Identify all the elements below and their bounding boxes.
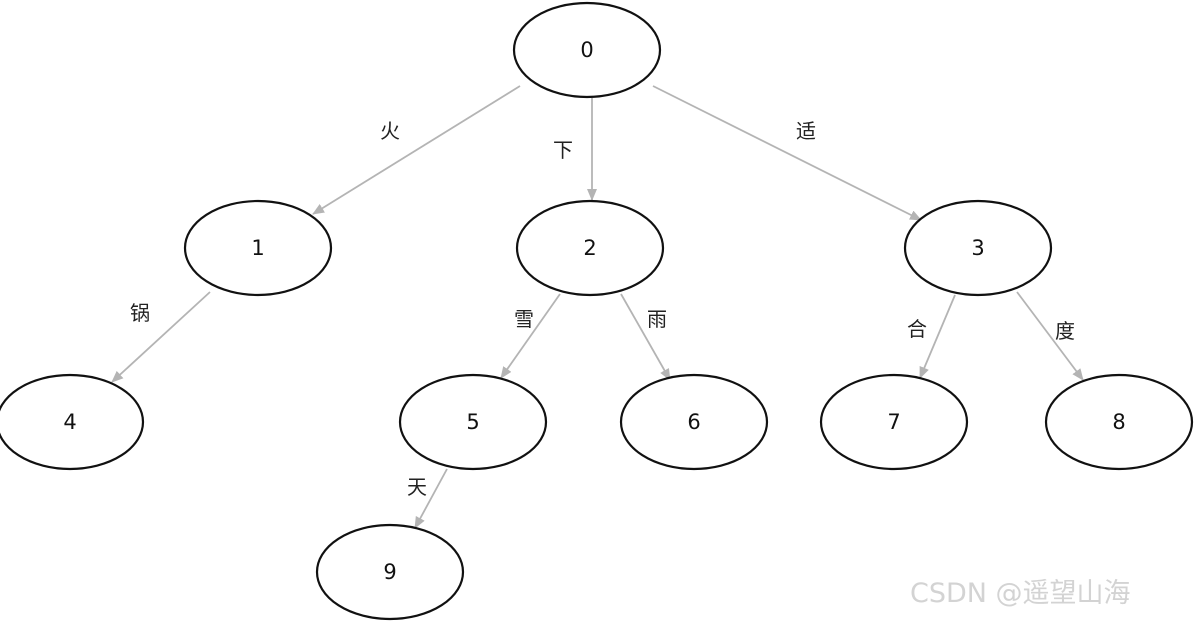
edge-0-1-label: 火	[380, 119, 400, 143]
node-4-label: 4	[63, 410, 76, 434]
node-3: 3	[903, 199, 1053, 297]
node-7-ellipse	[819, 373, 969, 471]
edge-2-6-label: 雨	[647, 307, 667, 331]
node-7: 7	[819, 373, 969, 471]
node-5: 5	[398, 373, 548, 471]
edge-3-7-arrow	[919, 294, 956, 379]
edge-0-1-arrow	[312, 85, 521, 215]
node-6-label: 6	[687, 410, 700, 434]
edge-5-9-label: 天	[407, 475, 427, 499]
node-6: 6	[619, 373, 769, 471]
node-5-label: 5	[466, 410, 479, 434]
edge-0-3-label: 适	[796, 119, 816, 143]
edge-1-4-arrow	[111, 291, 211, 383]
node-0-ellipse	[512, 1, 662, 99]
node-4-ellipse	[0, 373, 145, 471]
node-1-ellipse	[183, 199, 333, 297]
node-9-ellipse	[315, 523, 465, 621]
edge-2-6-arrow	[620, 293, 671, 381]
node-2: 2	[515, 199, 665, 297]
node-2-ellipse	[515, 199, 665, 297]
node-5-ellipse	[398, 373, 548, 471]
edges-layer	[111, 85, 1084, 529]
node-1: 1	[183, 199, 333, 297]
edge-2-5-arrow	[500, 293, 561, 379]
node-9: 9	[315, 523, 465, 621]
watermark-text: CSDN @遥望山海	[910, 578, 1131, 609]
node-4: 4	[0, 373, 145, 471]
node-3-ellipse	[903, 199, 1053, 297]
node-1-label: 1	[251, 236, 264, 260]
edge-labels-layer: 火下 适锅 雪 雨 合 度天	[130, 119, 1075, 499]
edge-0-3-arrow	[652, 85, 922, 221]
node-8-label: 8	[1112, 410, 1125, 434]
node-0-label: 0	[580, 38, 593, 62]
edge-3-8-arrow	[1016, 291, 1084, 381]
node-9-label: 9	[383, 560, 396, 584]
edge-3-8-label: 度	[1055, 319, 1075, 343]
node-0: 0	[512, 1, 662, 99]
edge-5-9-arrow	[414, 468, 448, 529]
node-7-label: 7	[887, 410, 900, 434]
node-2-label: 2	[583, 236, 596, 260]
node-6-ellipse	[619, 373, 769, 471]
node-8-ellipse	[1044, 373, 1194, 471]
edge-2-5-label: 雪	[514, 307, 534, 331]
edge-3-7-label: 合	[907, 317, 927, 341]
node-8: 8	[1044, 373, 1194, 471]
node-3-label: 3	[971, 236, 984, 260]
edge-0-2-label: 下	[553, 138, 573, 162]
edge-1-4-label: 锅	[130, 301, 150, 325]
